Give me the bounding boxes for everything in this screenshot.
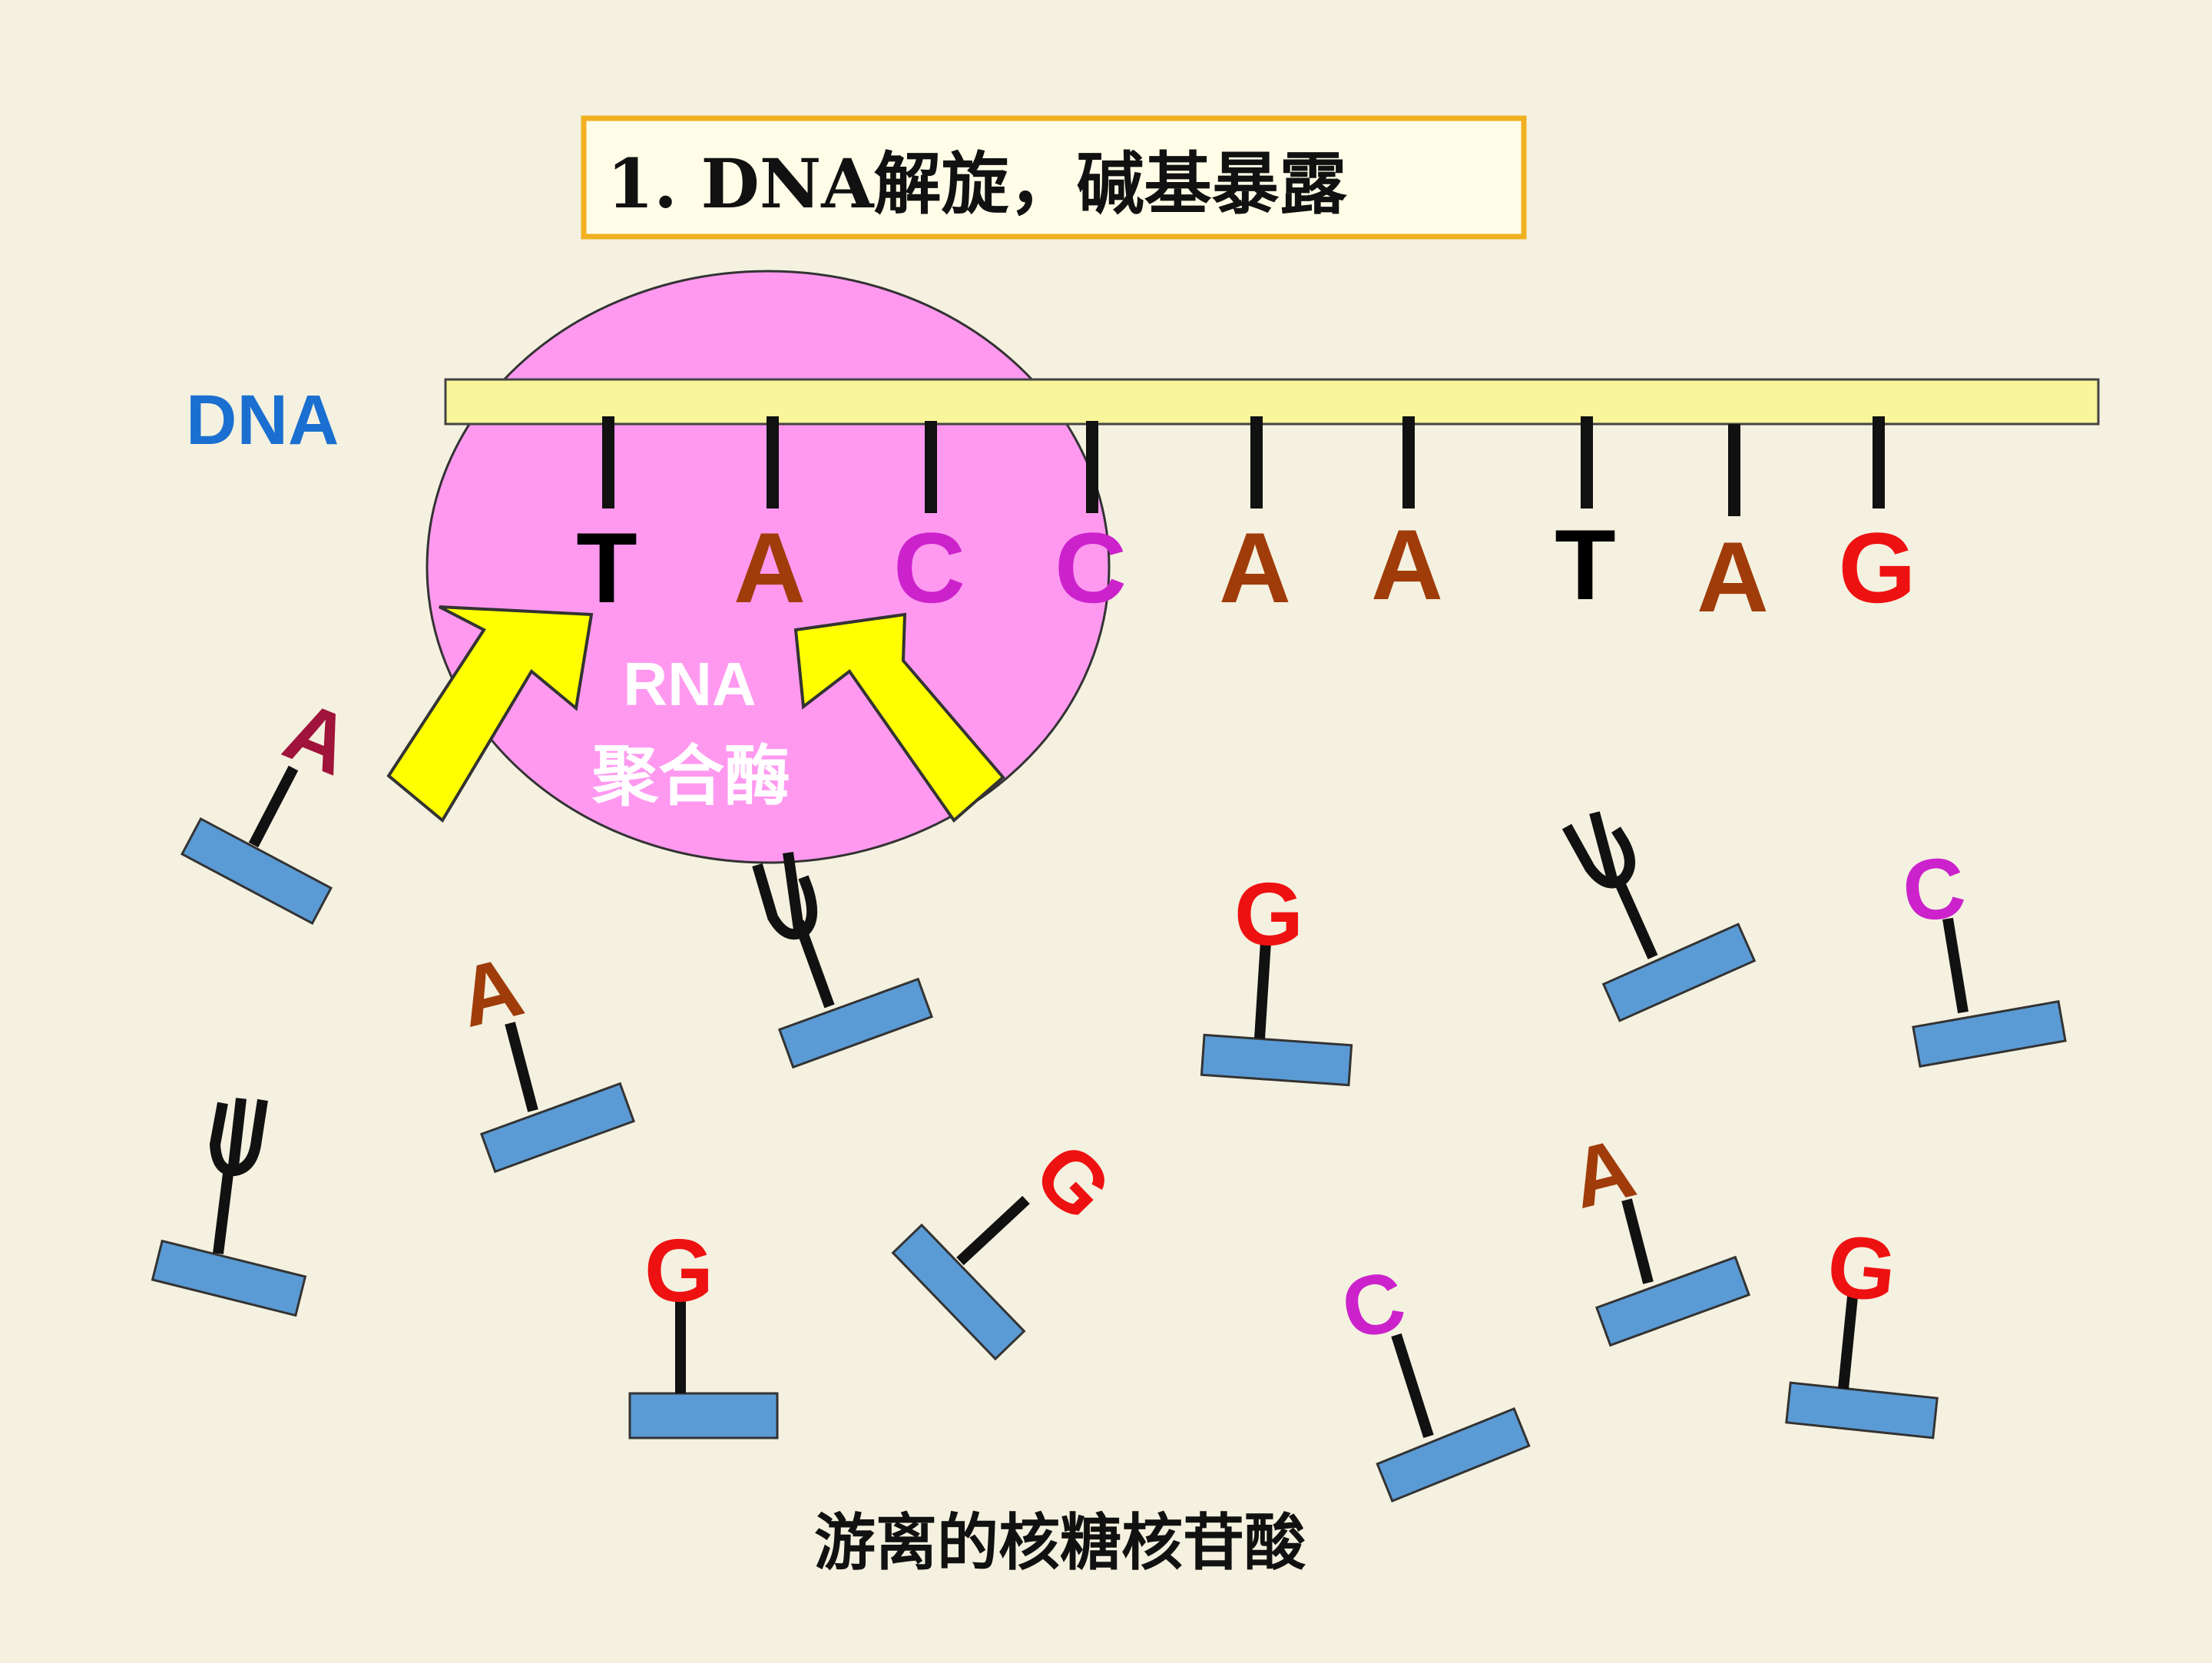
strand-bases: T A C C A A T A G — [576, 509, 1916, 633]
sugar-block — [891, 1223, 1026, 1361]
u-base-shape — [209, 1098, 268, 1177]
free-nucleotide-6: C — [1898, 838, 2067, 1068]
sugar-block — [479, 1082, 636, 1174]
sugar-block — [1594, 1255, 1751, 1347]
dna-label: DNA — [186, 381, 339, 459]
strand-base-5: A — [1219, 512, 1291, 624]
sugar-block — [777, 977, 934, 1069]
free-nucleotide-1: A — [180, 683, 364, 926]
free-nucleotide-11: C — [1334, 1253, 1531, 1503]
base-letter: G — [1823, 1217, 1900, 1321]
strand-base-9: G — [1838, 512, 1916, 624]
base-letter: C — [1334, 1253, 1413, 1358]
strand-sticks — [602, 416, 1885, 516]
free-nucleotide-5: U — [1561, 811, 1757, 1022]
enzyme-label-line1: RNA — [623, 650, 756, 718]
base-letter: A — [1562, 1120, 1644, 1227]
sugar-block — [1376, 1406, 1531, 1503]
u-base-center — [783, 852, 804, 930]
title-text: 1. DNA解旋，碱基暴露 — [607, 144, 1348, 224]
base-letter: A — [450, 939, 532, 1045]
base-stick — [1391, 1333, 1434, 1439]
free-nucleotide-10: A — [1562, 1120, 1751, 1347]
u-base-shape — [1561, 823, 1635, 889]
right-arrow — [793, 612, 1005, 823]
base-stick — [1254, 941, 1271, 1039]
base-stick — [1942, 917, 1969, 1014]
sugar-block — [628, 1392, 779, 1439]
sugar-block — [151, 1239, 307, 1317]
u-base-shape — [752, 863, 818, 940]
base-stick — [213, 1167, 234, 1254]
free-nucleotides: A U A G U — [151, 683, 2067, 1503]
strand-base-1: T — [576, 512, 637, 624]
free-nucleotide-8: G — [628, 1221, 779, 1439]
base-letter: G — [644, 1221, 714, 1320]
sugar-block — [1200, 1033, 1353, 1087]
dna-strand — [444, 378, 2100, 426]
left-arrow — [386, 605, 594, 823]
base-letter: U — [1613, 860, 1614, 861]
base-stick — [505, 1022, 538, 1112]
strand-base-6: A — [1371, 509, 1443, 621]
base-letter: C — [1898, 838, 1970, 940]
title-box: 1. DNA解旋，碱基暴露 — [581, 115, 1527, 240]
strand-base-3: C — [893, 512, 965, 624]
sugar-block — [1912, 999, 2067, 1068]
base-letter: G — [1234, 864, 1303, 964]
base-stick — [248, 765, 299, 848]
caption: 游离的核糖核苷酸 — [814, 1506, 1306, 1579]
sugar-block — [180, 817, 333, 926]
title-frame — [581, 115, 1527, 240]
enzyme-label-line2: 聚合酶 — [591, 737, 790, 815]
free-nucleotide-3: A — [450, 939, 636, 1174]
base-letter: G — [1016, 1125, 1130, 1237]
free-nucleotide-2: U — [752, 852, 934, 1069]
free-nucleotide-4: G — [1200, 864, 1353, 1087]
strand-base-8: A — [1697, 521, 1769, 633]
free-nucleotide-12: G — [1785, 1217, 1939, 1439]
strand-base-4: C — [1055, 512, 1127, 624]
u-base-center — [1589, 811, 1618, 883]
sugar-block — [1785, 1381, 1939, 1439]
sugar-block — [1601, 923, 1757, 1022]
free-nucleotide-9: G — [891, 1125, 1130, 1361]
base-stick — [1615, 883, 1658, 959]
free-nucleotide-7: U — [151, 1098, 307, 1317]
u-base-center — [228, 1098, 247, 1167]
base-stick — [1621, 1198, 1654, 1284]
strand-base-7: T — [1555, 509, 1615, 621]
base-stick — [1838, 1296, 1858, 1390]
base-stick — [956, 1195, 1030, 1266]
strand-base-2: A — [733, 512, 806, 624]
